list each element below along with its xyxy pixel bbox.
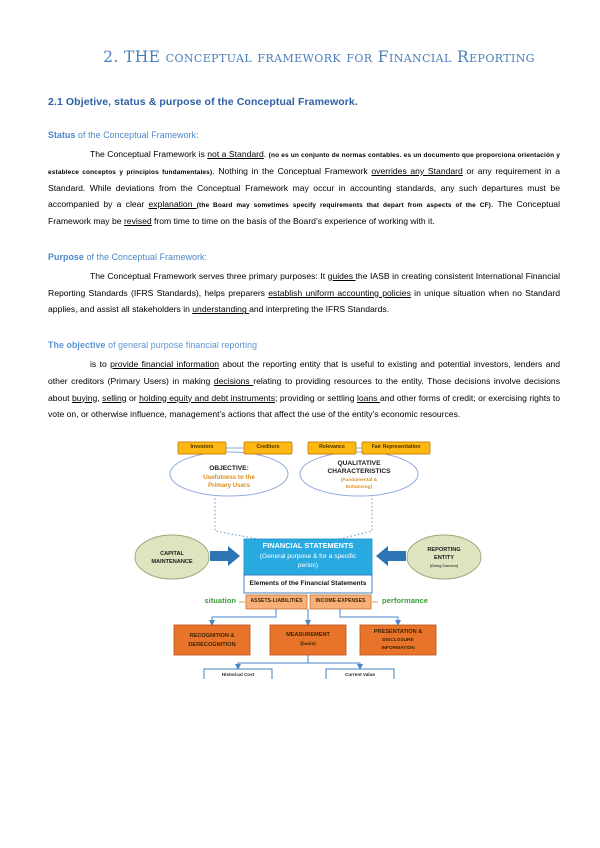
arrow-capital-to-fs — [210, 546, 240, 566]
section-purpose: Purpose of the Conceptual Framework: The… — [48, 252, 560, 318]
capital-maintenance-ellipse — [134, 534, 210, 580]
conceptual-framework-diagram: Investors Creditors OBJECTIVE: Usefulnes… — [0, 439, 600, 679]
connector-to-current-value — [308, 662, 363, 670]
subheading-purpose-lead: Purpose — [48, 251, 84, 262]
arrow-entity-to-fs — [376, 546, 406, 566]
connector-to-historical-cost — [235, 655, 309, 670]
paragraph-status: The Conceptual Framework is not a Standa… — [48, 149, 560, 226]
section-objective: The objective of general purpose financi… — [48, 340, 560, 423]
historical-cost-box — [203, 668, 273, 679]
subheading-objective: The objective of general purpose financi… — [48, 340, 560, 350]
financial-statements-box — [243, 538, 373, 576]
page-title: 2. THE conceptual framework for Financia… — [103, 48, 535, 66]
reporting-entity-ellipse — [406, 534, 482, 580]
subheading-purpose-rest: of the Conceptual Framework: — [83, 251, 208, 262]
diagram-graphics — [134, 441, 482, 679]
income-expenses-box — [309, 594, 372, 610]
connector-qc-to-fs — [339, 487, 373, 540]
objective-ellipse — [169, 451, 289, 497]
recognition-box — [173, 624, 251, 656]
fair-representation-box — [361, 441, 431, 455]
connector-objective-to-fs — [214, 487, 259, 540]
section-status: Status of the Conceptual Framework: The … — [48, 130, 560, 230]
subheading-objective-rest: of general purpose financial reporting — [105, 340, 258, 350]
qualitative-characteristics-ellipse — [299, 451, 419, 497]
assets-liabilities-box — [245, 594, 308, 610]
presentation-box — [359, 624, 437, 656]
subheading-status-rest: of the Conceptual Framework: — [75, 130, 199, 140]
subheading-objective-lead: The objective — [48, 340, 106, 350]
paragraph-purpose: The Conceptual Framework serves three pr… — [48, 270, 561, 315]
current-value-box — [325, 668, 395, 679]
connector-to-recognition — [209, 609, 277, 626]
paragraph-objective: is to provide financial information abou… — [48, 359, 561, 420]
investors-box — [177, 441, 227, 455]
measurement-box — [269, 624, 347, 656]
relevance-box — [307, 441, 357, 455]
subheading-status: Status of the Conceptual Framework: — [48, 130, 560, 140]
elements-box — [243, 574, 373, 594]
subheading-status-lead: Status — [48, 130, 76, 140]
subheading-purpose: Purpose of the Conceptual Framework: — [48, 252, 560, 262]
section-heading-2-1: 2.1 Objetive, status & purpose of the Co… — [48, 96, 358, 108]
connector-to-presentation — [339, 609, 401, 626]
document-content: 2. THE conceptual framework for Financia… — [0, 0, 600, 423]
creditors-box — [243, 441, 293, 455]
